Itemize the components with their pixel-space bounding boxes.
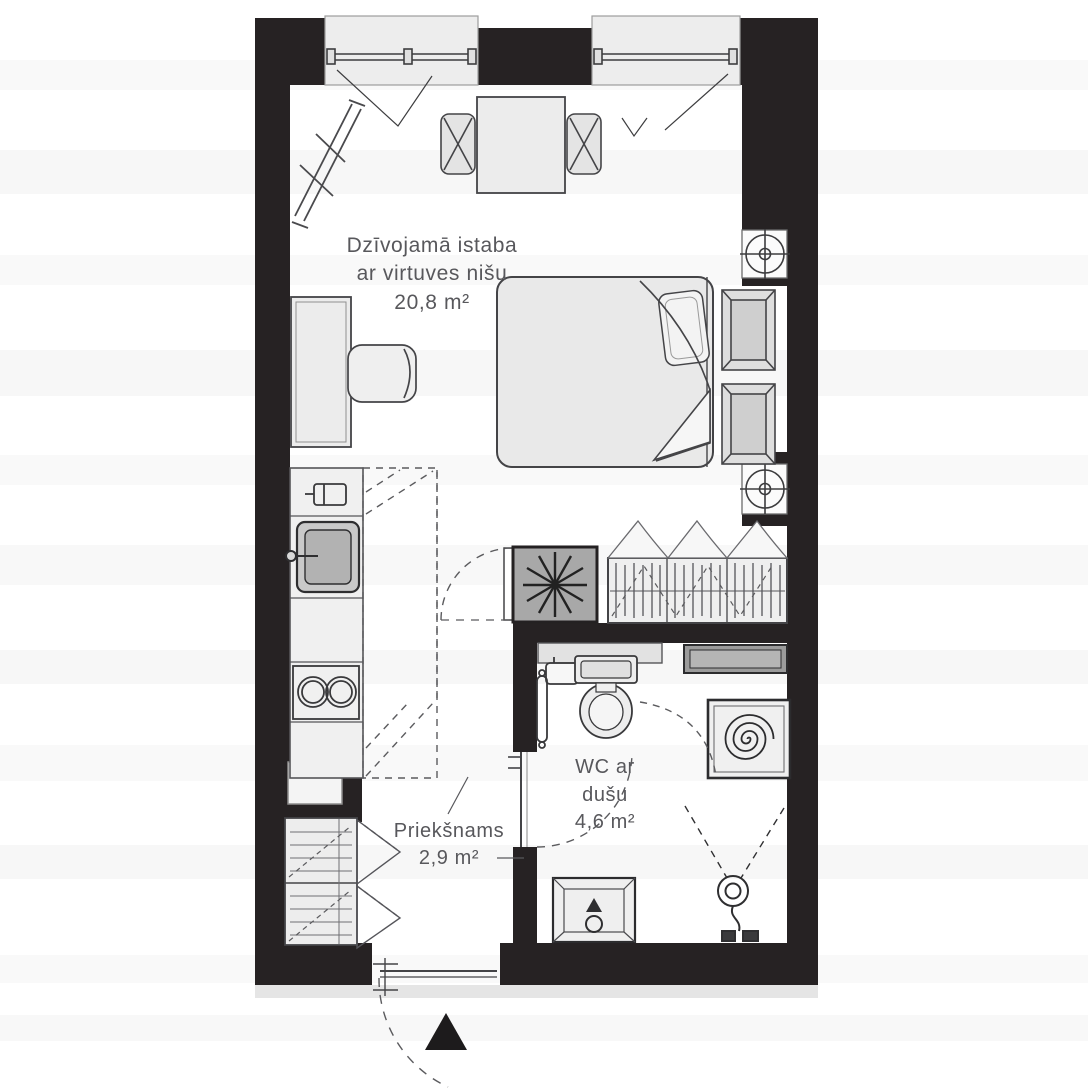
bathroom-area: 4,6 m² (575, 811, 635, 833)
water-heater (511, 545, 599, 624)
drying-rack (291, 99, 366, 229)
washer-arrow-icon (586, 898, 602, 912)
shower-tray (706, 698, 792, 780)
bathroom-door (508, 751, 633, 848)
kitchen (285, 467, 438, 779)
kitchen-counter (289, 467, 364, 779)
washing-machine (551, 876, 637, 944)
wall-bathroom-top (513, 623, 787, 643)
nightstands (721, 289, 776, 465)
towel-radiator (536, 669, 548, 749)
upper-cabinets-dashed (362, 467, 438, 779)
wall-bottom-left (255, 943, 372, 985)
ceiling-light-icon (740, 229, 790, 279)
bed (496, 276, 714, 468)
hanging-clothes-icon (610, 563, 785, 618)
window-bay-left (324, 15, 479, 127)
desk-inner (295, 301, 347, 443)
room-labels: Dzīvojamā istaba ar virtuves nišu 20,8 m… (347, 234, 635, 869)
desk-chair (347, 344, 417, 403)
walls (255, 18, 818, 985)
living-room-label-line2: ar virtuves nišu (357, 262, 508, 285)
desk-area (290, 296, 417, 448)
fridge-icon (305, 483, 347, 506)
wall-top-right-corner (740, 18, 818, 85)
wardrobe (606, 519, 789, 624)
wall-bottom-right (500, 943, 818, 985)
shelf (683, 644, 788, 674)
entrance-arrow (425, 1013, 467, 1050)
washer-drum-icon (585, 915, 603, 933)
bathroom-label-line1: WC ar (575, 756, 635, 778)
nightstand (721, 289, 776, 371)
dining-table (476, 96, 566, 194)
dining-set (440, 96, 602, 194)
faucet-icon (285, 550, 318, 562)
bathroom (508, 642, 792, 944)
toilet (574, 655, 638, 739)
wardrobe-door-swings (606, 519, 789, 559)
drain-spiral-icon (724, 714, 775, 760)
window-bay-right (591, 15, 741, 138)
window-icon (326, 48, 477, 127)
closet-doors (356, 818, 402, 950)
hallway (284, 817, 497, 1088)
door-swing-arc (378, 977, 449, 1088)
shower-head-icon (684, 805, 785, 942)
hallway-area: 2,9 m² (419, 847, 479, 869)
water-heater-star-icon (523, 552, 587, 617)
sink (285, 520, 361, 594)
living-room-area: 20,8 m² (394, 291, 469, 314)
wall-bathroom-left-lower (513, 847, 537, 943)
ceiling-light-icon (740, 464, 790, 514)
hallway-label: Priekšnams (394, 820, 504, 842)
wall-bathroom-left-upper (513, 643, 537, 752)
closet-shelves (290, 831, 352, 936)
label-leader-lines (447, 776, 524, 859)
bathroom-label-line2: dušu (582, 784, 628, 806)
folding-chair (440, 113, 476, 175)
window-icon (593, 48, 738, 138)
wall-top-middle (478, 28, 592, 85)
living-room-label-line1: Dzīvojamā istaba (347, 234, 518, 257)
folding-chair (566, 113, 602, 175)
wall-niche2-bottom (742, 514, 787, 526)
nightstand (721, 383, 776, 465)
wall-top-left-corner (255, 18, 325, 85)
door-swing-arc (536, 751, 633, 848)
hall-closet (284, 817, 358, 946)
pillow (658, 289, 710, 367)
wall-niche1-lip (742, 278, 787, 286)
wall-right (787, 85, 818, 943)
cooktop (292, 665, 360, 720)
blanket-fold (639, 280, 711, 462)
desk (290, 296, 352, 448)
entrance-door (373, 958, 497, 1088)
shower-screen-arc (639, 701, 717, 777)
